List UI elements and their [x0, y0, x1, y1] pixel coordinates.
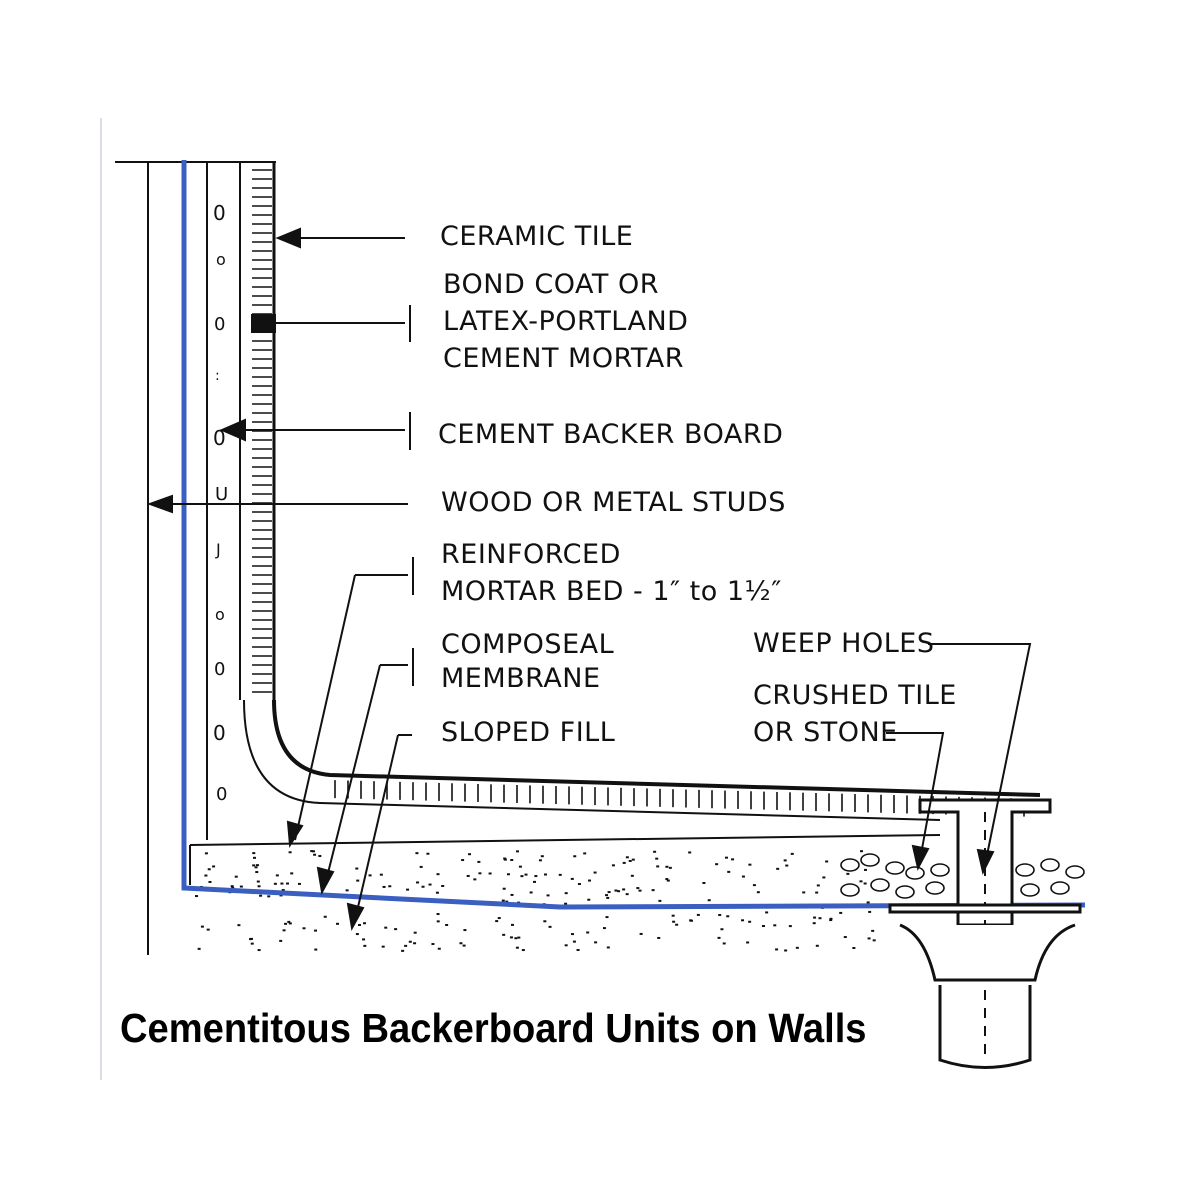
label-mortar-bed-line2: MORTAR BED - 1″ to 1½″	[441, 576, 782, 607]
drain-assembly	[888, 798, 1082, 1069]
label-crushed-line2: OR STONE	[753, 717, 898, 748]
mortar-corner-curve	[243, 699, 941, 821]
label-ceramic-tile: CERAMIC TILE	[440, 221, 634, 252]
composeal-membrane	[181, 160, 1086, 910]
diagram-caption: Cementitous Backerboard Units on Walls	[120, 1005, 867, 1051]
label-bond-coat-line3: CEMENT MORTAR	[443, 343, 685, 374]
label-mortar-bed-line1: REINFORCED	[441, 539, 621, 570]
label-bond-coat-line1: BOND COAT OR	[443, 269, 659, 300]
label-sloped-fill: SLOPED FILL	[441, 717, 616, 748]
svg-text:0: 0	[213, 426, 226, 450]
tile-corner-curve	[272, 699, 1041, 797]
label-weep-holes: WEEP HOLES	[753, 628, 935, 659]
svg-text:0: 0	[213, 201, 226, 225]
svg-text:0: 0	[214, 659, 225, 680]
svg-text:U: U	[215, 484, 228, 505]
label-membrane-line1: COMPOSEAL	[441, 629, 615, 660]
fill-speckle	[195, 850, 879, 952]
label-backer-board: CEMENT BACKER BOARD	[438, 419, 784, 450]
leader-weep-holes	[928, 643, 1032, 866]
label-membrane-line2: MEMBRANE	[441, 663, 601, 694]
leader-crushed-stone	[886, 732, 945, 861]
svg-text:o: o	[216, 250, 226, 269]
leader-lines	[147, 227, 1032, 932]
crushed-stone	[840, 853, 1085, 899]
svg-text:0: 0	[213, 721, 226, 745]
backer-board: 0 o 0 : 0 U J o 0 0 0	[206, 162, 241, 840]
svg-text::: :	[215, 368, 220, 384]
label-crushed-line1: CRUSHED TILE	[753, 680, 957, 711]
label-bond-coat-line2: LATEX-PORTLAND	[443, 306, 689, 337]
svg-text:0: 0	[214, 314, 225, 335]
svg-text:o: o	[215, 605, 225, 624]
label-studs: WOOD OR METAL STUDS	[441, 487, 786, 518]
svg-text:0: 0	[216, 784, 227, 805]
svg-text:J: J	[215, 540, 221, 559]
mortar-bed-line	[189, 834, 941, 846]
